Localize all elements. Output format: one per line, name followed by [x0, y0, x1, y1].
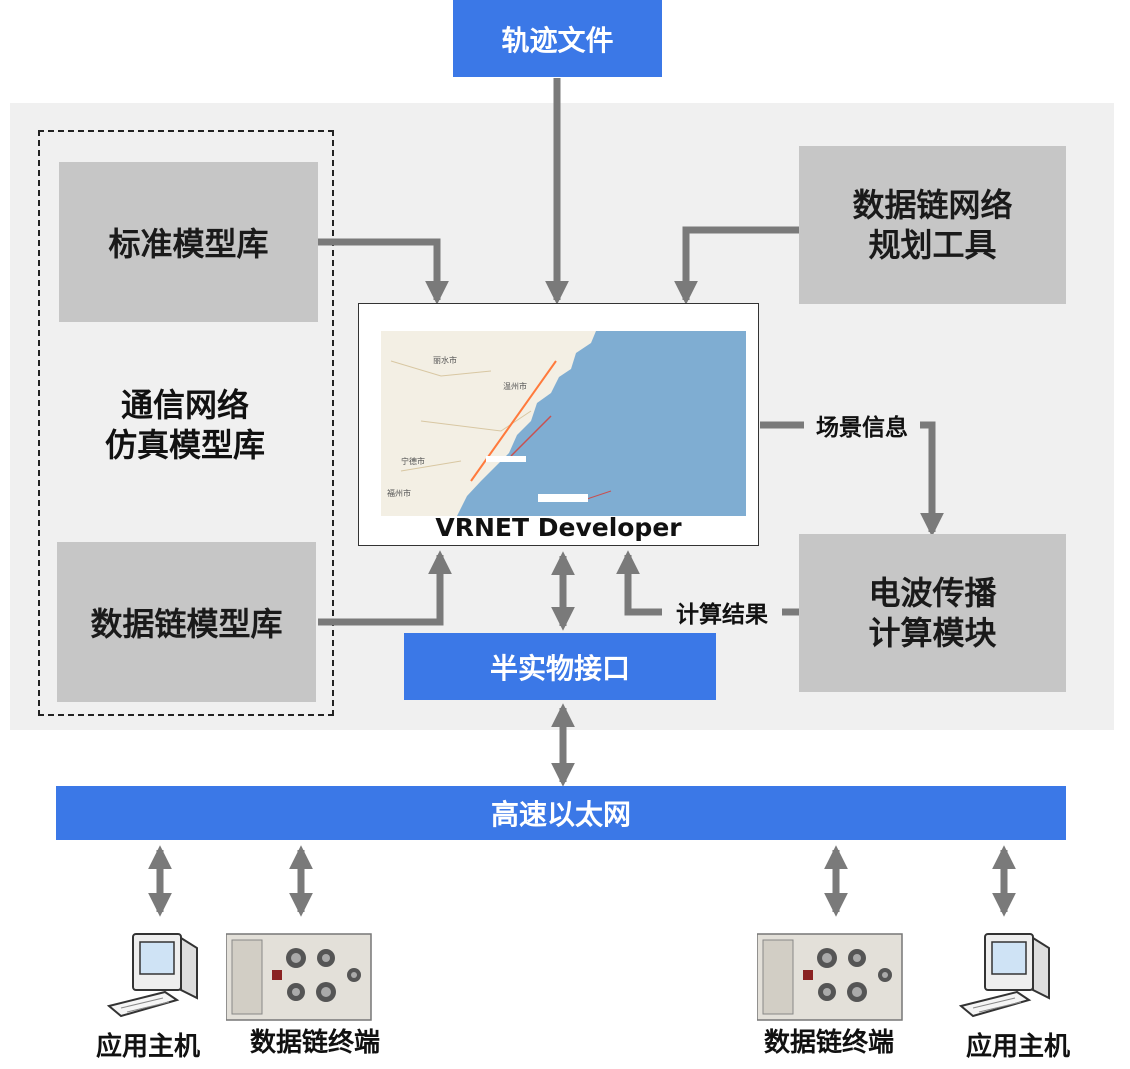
map-label-wenzhou: 温州市: [503, 381, 527, 391]
arrow-calc-to-developer: [616, 550, 662, 616]
map-label-lishui: 丽水市: [433, 355, 457, 365]
standard-model-library-box: 标准模型库: [59, 162, 318, 322]
calc-result-label: 计算结果: [676, 602, 768, 628]
ethernet-bar: 高速以太网: [56, 786, 1066, 840]
right-host-label: 应用主机: [965, 1031, 1070, 1062]
scene-info-label: 场景信息: [816, 415, 908, 441]
developer-title: VRNET Developer: [435, 512, 682, 542]
datalink-terminal-icon: [226, 933, 372, 1021]
hil-interface-box: 半实物接口: [404, 633, 716, 700]
arrow-scene-to-propagation: [920, 421, 944, 537]
left-host-label: 应用主机: [95, 1031, 200, 1062]
map-label-fuzhou: 福州市: [387, 488, 411, 498]
computer-icon: [106, 933, 198, 1018]
arrow-datalink-lib-to-developer: [318, 550, 452, 626]
datalink-model-library-box: 数据链模型库: [57, 542, 316, 702]
datalink-terminal-icon: [757, 933, 903, 1021]
arrow-planning-tool-to-developer: [674, 226, 800, 305]
vrnet-developer-box: 丽水市 温州市 宁德市 福州市 VRNET Developer: [358, 303, 759, 546]
datalink-planning-tool-box: 数据链网络 规划工具: [799, 146, 1066, 304]
propagation-module-box: 电波传播 计算模块: [799, 534, 1066, 692]
track-file-box: 轨迹文件: [453, 0, 662, 77]
arrow-standard-lib-to-developer: [318, 238, 449, 305]
right-terminal-label: 数据链终端: [763, 1027, 894, 1058]
computer-icon: [958, 933, 1050, 1018]
left-terminal-label: 数据链终端: [249, 1027, 380, 1058]
map-label-ningde: 宁德市: [401, 456, 425, 466]
map-view: 丽水市 温州市 宁德市 福州市: [381, 331, 746, 516]
comm-network-library-label: 通信网络 仿真模型库: [104, 386, 265, 464]
model-library-group: [38, 130, 334, 716]
